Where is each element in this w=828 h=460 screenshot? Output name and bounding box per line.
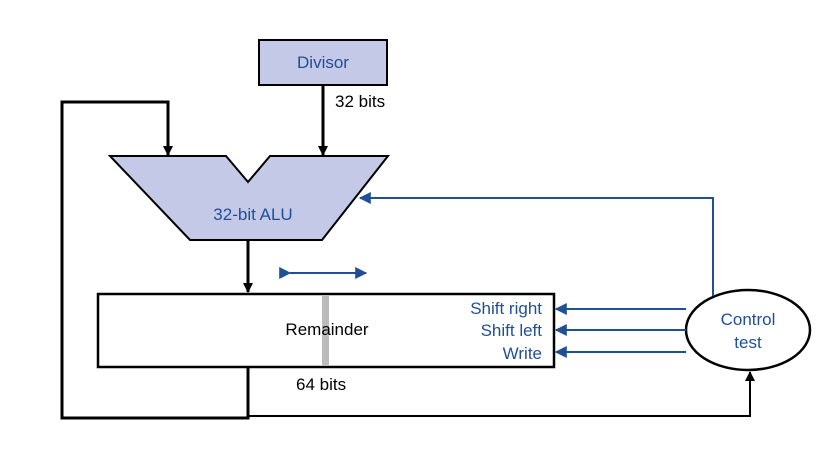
control-to-alu-wire — [358, 192, 714, 296]
divisor-width-label: 32 bits — [335, 92, 385, 111]
shift-left-signal-label: Shift left — [481, 321, 543, 340]
remainder-half-separator — [322, 296, 329, 366]
remainder-label: Remainder — [285, 320, 368, 339]
write-signal-label: Write — [503, 344, 542, 363]
divisor-label: Divisor — [297, 53, 349, 72]
remainder-to-control-wire — [248, 371, 755, 417]
remainder-width-label: 64 bits — [296, 375, 346, 394]
divisor-register — [258, 39, 388, 86]
alu-label: 32-bit ALU — [213, 205, 292, 224]
control-test-unit — [684, 288, 812, 372]
alu — [107, 155, 391, 241]
control-label-line1: Control — [721, 310, 776, 329]
control-label-line2: test — [734, 333, 762, 352]
shift-right-signal-label: Shift right — [470, 299, 542, 318]
remainder-feedback-wire — [60, 100, 250, 420]
